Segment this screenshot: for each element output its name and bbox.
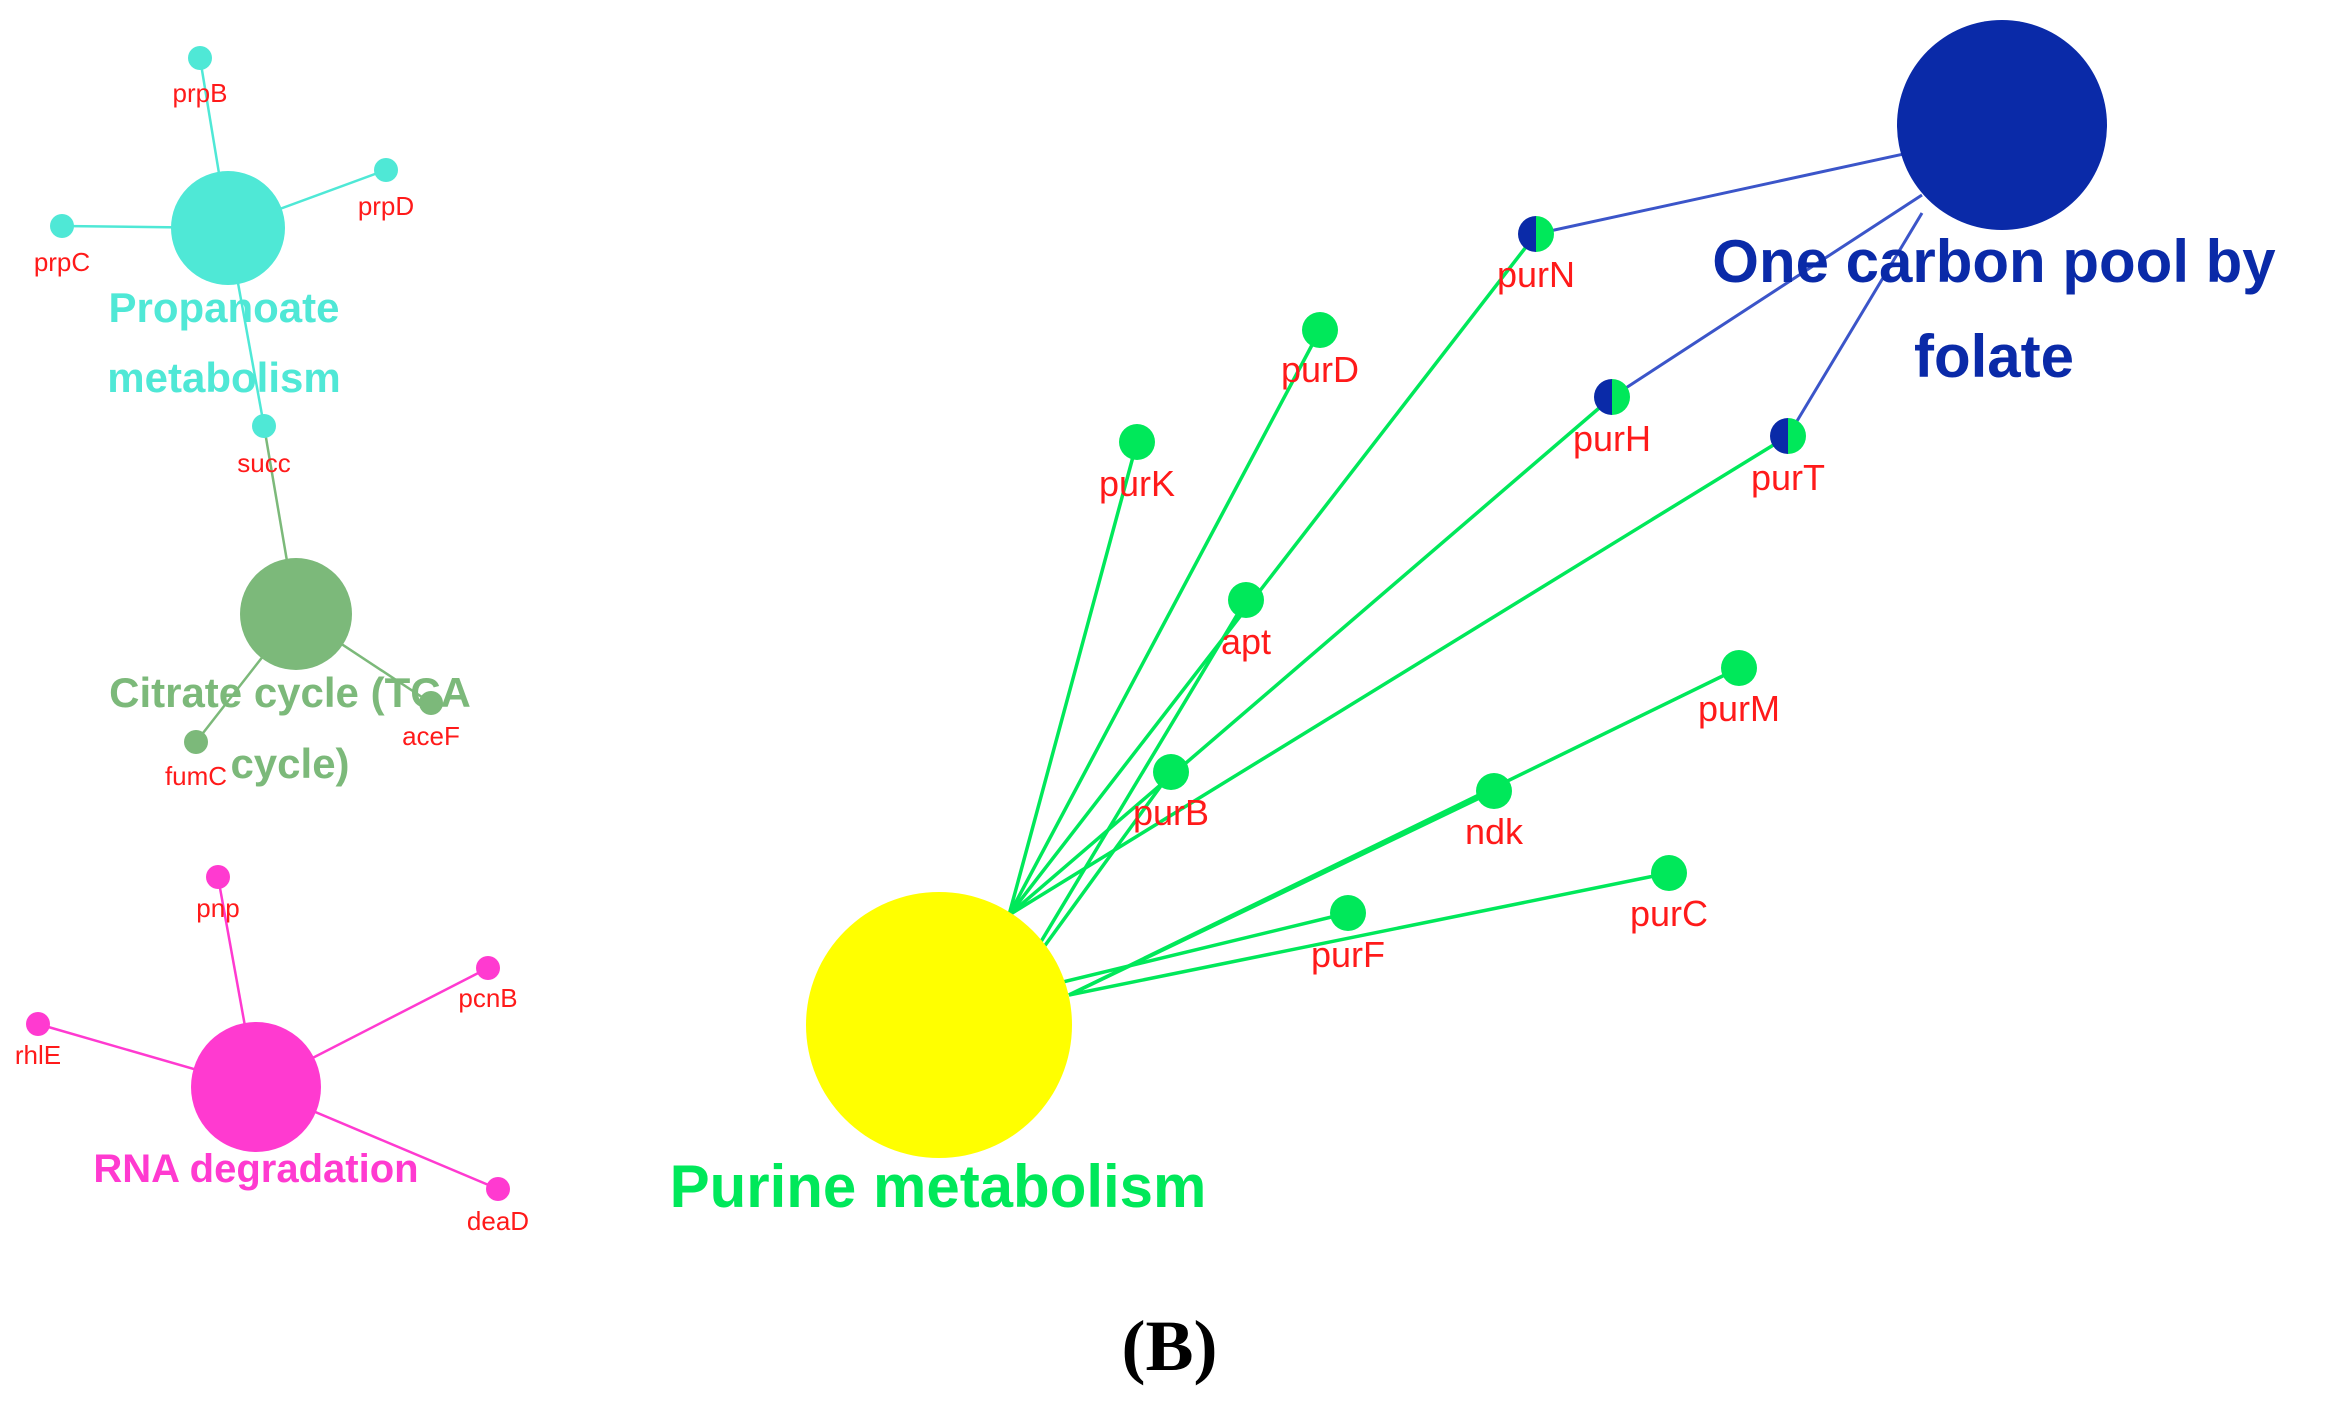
hub-node-rna — [191, 1022, 321, 1152]
edge-purine-ndk — [1068, 789, 1495, 997]
hub-label-propanoate: Propanoate — [108, 284, 339, 331]
edge-purine-purC — [1068, 871, 1670, 997]
gene-label-pnp: pnp — [196, 893, 239, 923]
hub-node-folate — [1897, 20, 2107, 230]
gene-node-purK — [1119, 424, 1155, 460]
hub-label-folate: One carbon pool by — [1712, 228, 2276, 295]
gene-node-prpB — [188, 46, 212, 70]
hub-label-folate: folate — [1914, 323, 2074, 390]
hub-label-tca: cycle) — [230, 740, 349, 787]
hub-label-rna: RNA degradation — [93, 1147, 418, 1191]
gene-label-purH: purH — [1573, 418, 1651, 459]
network-labels: Propanoate metabolism prpB prpD prpC succCitr… — [15, 78, 2276, 1236]
gene-node-prpD — [374, 158, 398, 182]
gene-node-purM — [1721, 650, 1757, 686]
gene-label-purC: purC — [1630, 893, 1708, 934]
gene-node-purC — [1651, 855, 1687, 891]
gene-node-purN — [1518, 216, 1554, 252]
gene-label-purD: purD — [1281, 349, 1359, 390]
edge-purine-purF — [1008, 911, 1349, 997]
gene-label-aceF: aceF — [402, 721, 460, 751]
edge-purine-apt — [1007, 599, 1248, 996]
edge-purine-purD — [1007, 329, 1322, 916]
edge-purine-purK — [1007, 441, 1139, 916]
gene-node-purH — [1594, 379, 1630, 415]
gene-node-ndk — [1476, 773, 1512, 809]
gene-label-purM: purM — [1698, 688, 1780, 729]
gene-label-prpB: prpB — [173, 78, 228, 108]
gene-node-purF — [1330, 895, 1366, 931]
gene-label-prpD: prpD — [358, 191, 414, 221]
gene-label-deaD: deaD — [467, 1206, 529, 1236]
gene-label-purF: purF — [1311, 934, 1385, 975]
gene-label-pcnB: pcnB — [458, 983, 517, 1013]
gene-label-succ: succ — [237, 448, 290, 478]
gene-label-purT: purT — [1751, 457, 1825, 498]
edge-folate-purT — [1786, 212, 1924, 437]
gene-label-purN: purN — [1497, 254, 1575, 295]
gene-node-succ — [252, 414, 276, 438]
gene-node-purB — [1153, 754, 1189, 790]
edge-purine-purN — [1007, 232, 1538, 917]
edge-purine-purH — [1007, 395, 1614, 917]
gene-label-fumC: fumC — [165, 761, 227, 791]
gene-node-rhlE — [26, 1012, 50, 1036]
gene-node-aceF — [419, 691, 443, 715]
hub-node-propanoate — [171, 171, 285, 285]
gene-node-purD — [1302, 312, 1338, 348]
hub-label-purine: Purine metabolism — [670, 1153, 1207, 1220]
hub-label-tca: Citrate cycle (TCA — [109, 669, 471, 716]
gene-label-apt: apt — [1221, 621, 1271, 662]
gene-node-pnp — [206, 865, 230, 889]
edge-folate-purN — [1535, 148, 1923, 236]
gene-node-deaD — [486, 1177, 510, 1201]
edge-folate-purH — [1611, 193, 1923, 399]
panel-label: (B) — [1121, 1306, 1218, 1386]
gene-node-fumC — [184, 730, 208, 754]
gene-label-rhlE: rhlE — [15, 1040, 61, 1070]
gene-label-purK: purK — [1099, 463, 1175, 504]
hub-node-tca — [240, 558, 352, 670]
gene-node-apt — [1228, 582, 1264, 618]
gene-node-purT — [1770, 418, 1806, 454]
hub-label-propanoate: metabolism — [107, 354, 340, 401]
gene-label-ndk: ndk — [1465, 811, 1524, 852]
edge-purine-purT — [1008, 434, 1789, 917]
gene-node-pcnB — [476, 956, 500, 980]
gene-label-purB: purB — [1133, 792, 1209, 833]
hub-node-purine — [806, 892, 1072, 1158]
gene-node-prpC — [50, 214, 74, 238]
gene-label-prpC: prpC — [34, 247, 90, 277]
network-nodes — [26, 20, 2107, 1201]
